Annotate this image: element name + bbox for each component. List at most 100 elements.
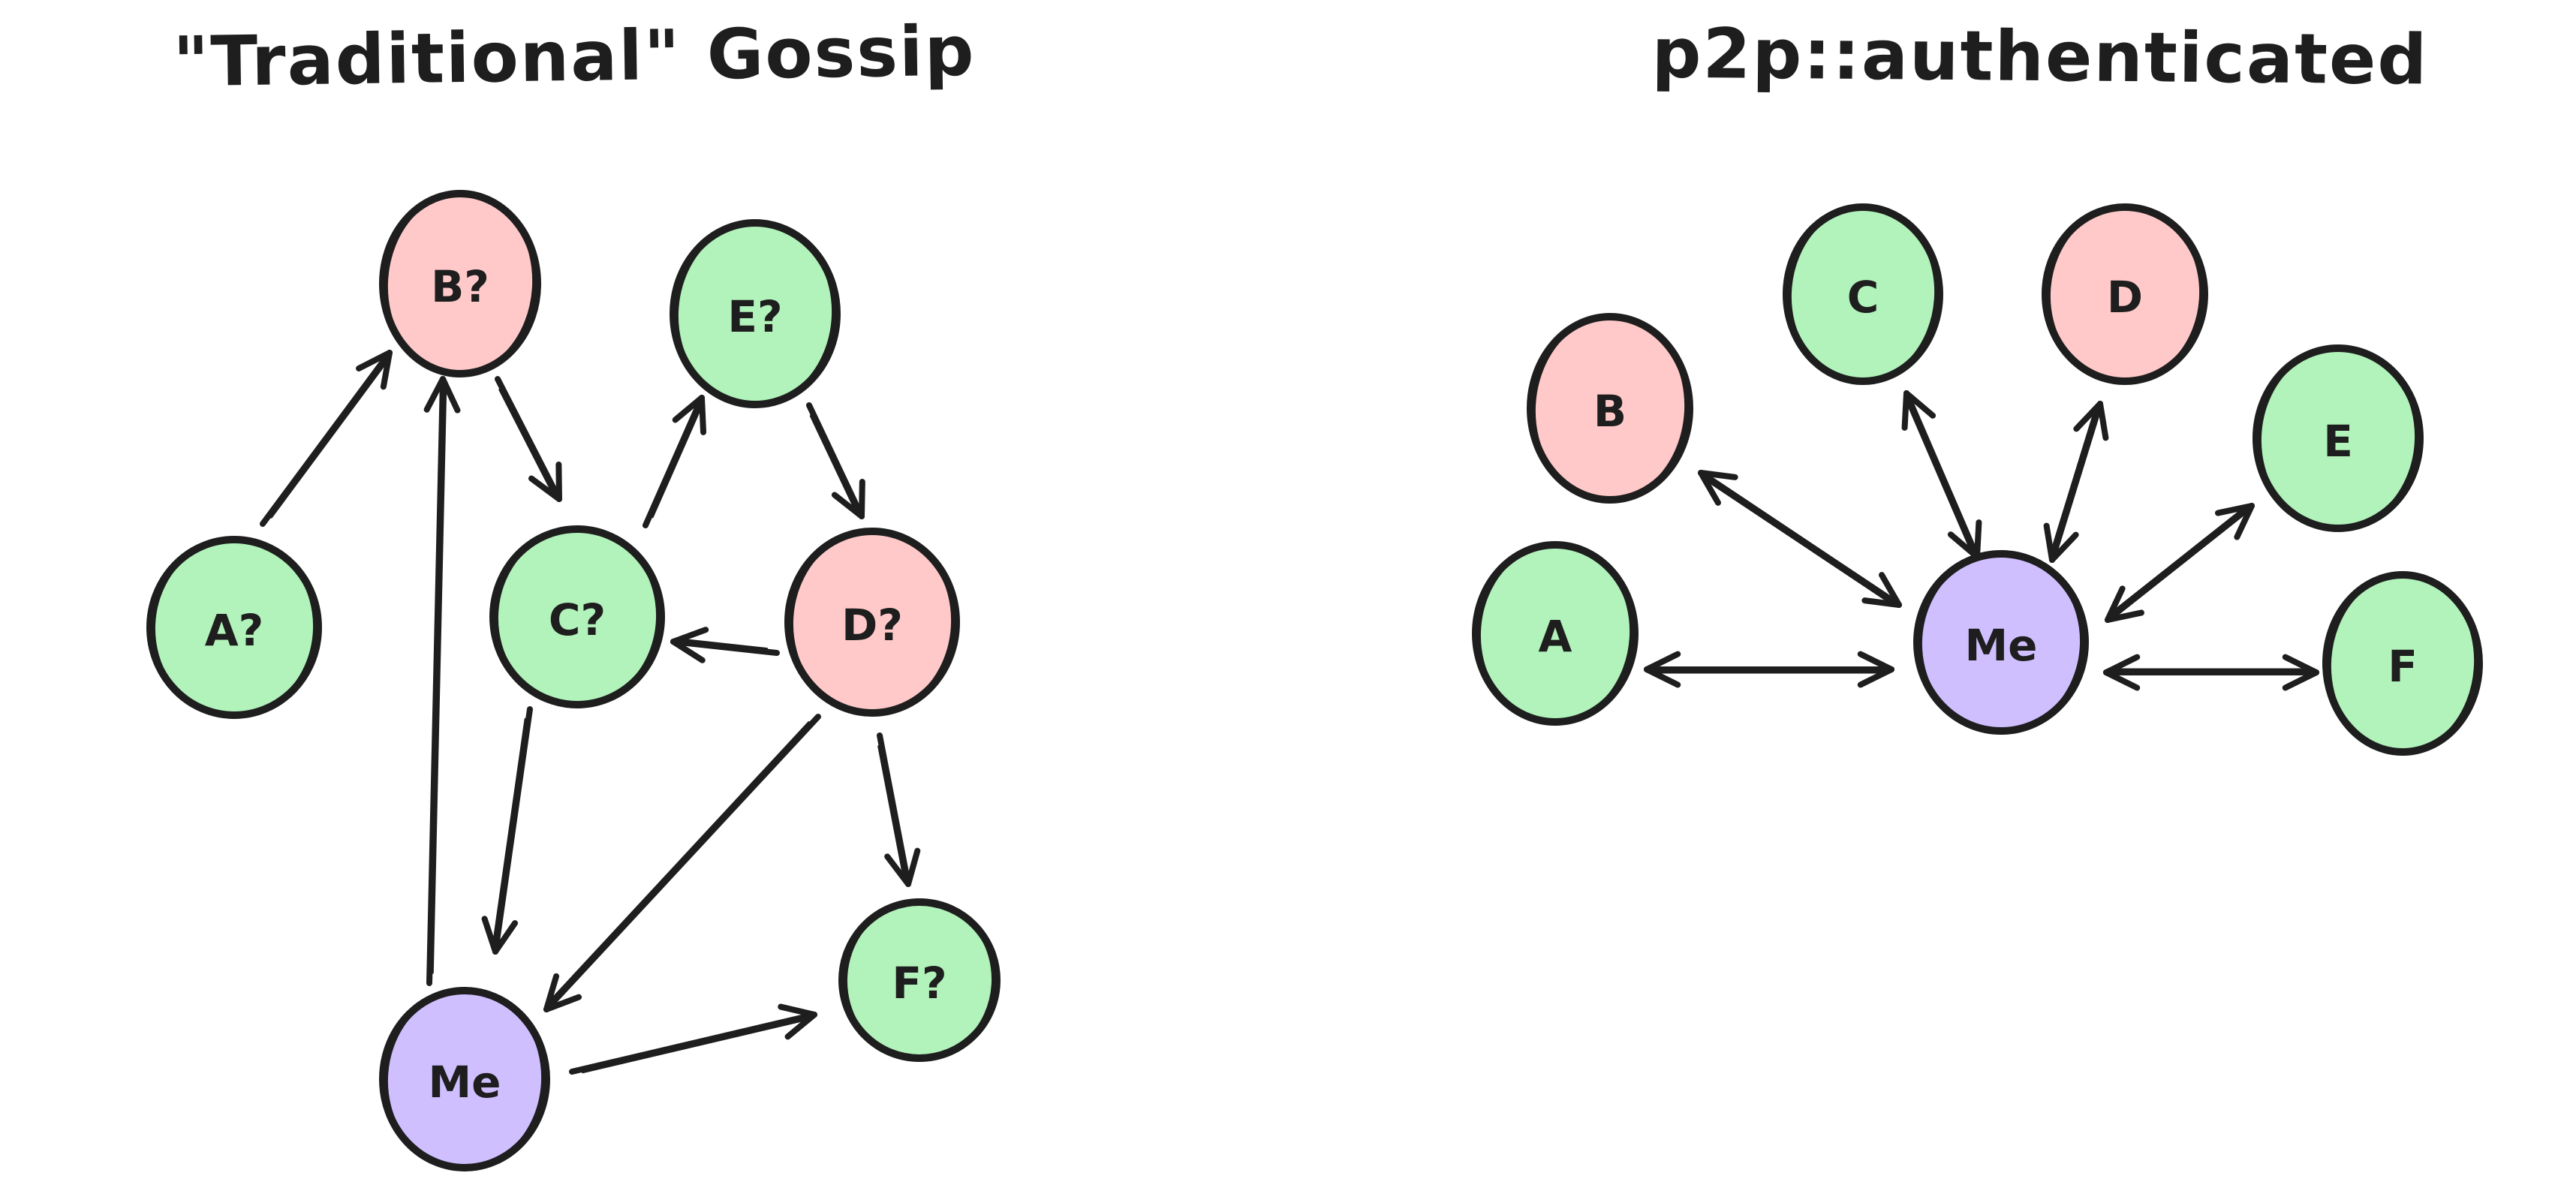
left-edge-d-f [884,853,911,887]
left-edge-d-c [684,639,769,651]
right-node-d [2047,204,2203,384]
right-node-me-label: Me [1964,620,2037,671]
right-node-c [1788,204,1938,384]
right-edge-f-me [2282,654,2319,675]
left-node-f [844,899,995,1061]
left-node-a [152,537,317,718]
right-edge-f-me [2103,669,2141,691]
right-edge-a-me [1644,666,1681,688]
right-edge-d-me [2097,401,2109,441]
right-edge-d-me [2049,401,2103,563]
left-edge-c-e [651,408,701,519]
left-edge-c-e [642,395,705,528]
left-edge-b-c [555,462,562,502]
left-edge-me-f [784,1012,817,1040]
right-edge-c-me [1947,531,1980,560]
right-node-f-label: F [2388,641,2418,692]
right-edge-e-me [2105,609,2144,623]
left-node-c-label: C? [549,594,606,645]
right-edge-c-me [1903,390,1980,560]
left-node-b-label: B? [431,261,489,312]
left-node-c [495,526,660,708]
left-node-me-label: Me [428,1057,501,1108]
right-node-e [2258,345,2418,531]
right-edge-f-me [2103,654,2141,675]
right-edge-e-me [2105,503,2255,623]
left-edge-me-f [778,1003,817,1018]
right-edge-c-me [1903,390,1937,419]
right-node-a-label: A [1539,611,1572,662]
left-edge-e-d [831,492,865,519]
left-edge-me-b [426,376,446,986]
left-edge-me-f [569,1012,817,1075]
left-edge-e-d [809,414,856,508]
left-edge-d-me [543,714,821,1012]
right-edge-d-me [2051,411,2096,549]
left-edge-a-b [356,350,393,371]
right-node-b-label: B [1593,386,1627,437]
left-edge-d-f [905,847,921,887]
right-edge-c-me [1974,519,1982,560]
left-node-b [384,191,536,377]
left-diagram-title: "Traditional" Gossip [172,11,977,103]
right-edge-d-me [2049,531,2079,563]
left-edge-d-me [551,721,811,1000]
left-edge-a-b [380,350,393,390]
right-edge-e-me [2215,503,2255,516]
left-node-d [790,528,955,716]
left-edge-c-me [492,717,527,941]
right-node-c-label: C [1847,272,1879,323]
right-node-me [1918,551,2084,734]
right-node-d-label: D [2107,272,2143,323]
left-edge-me-b [440,376,461,414]
left-edge-d-c [670,627,709,645]
left-edge-c-e [699,395,707,435]
left-edge-e-d [806,402,865,519]
left-node-me [384,988,545,1171]
left-edge-d-f [877,732,911,887]
left-node-f-label: F? [892,958,946,1009]
right-edge-e-me [2114,509,2243,612]
left-edge-b-c [495,376,562,502]
left-node-a-label: A? [205,605,264,656]
right-edge-f-me [2282,669,2319,691]
left-edge-me-b [423,376,446,413]
right-edge-d-me [2043,522,2055,563]
left-node-d-label: D? [841,600,903,651]
right-edge-c-me [1906,402,1971,549]
right-edge-a-me [1857,651,1894,672]
left-edge-d-c [670,639,780,656]
right-edge-b-me [1698,470,1721,506]
right-edge-b-me [1879,572,1902,608]
right-edge-d-me [2073,401,2103,432]
right-node-b [1532,314,1688,503]
left-edge-b-c [498,388,552,492]
right-edge-e-me [2234,503,2255,540]
left-node-e [675,220,835,408]
left-edge-a-b [260,350,393,527]
left-edge-d-me [543,973,560,1012]
left-edge-d-me [543,994,582,1012]
right-edge-b-me [1706,480,1888,602]
left-edge-c-me [481,916,498,955]
right-edge-c-me [1901,390,1909,431]
left-edge-b-c [528,475,562,502]
left-edge-me-b [431,389,447,974]
right-edge-b-me [1698,470,1738,480]
right-node-a [1477,542,1633,725]
left-edge-a-b [270,362,387,519]
left-edge-c-me [492,920,519,955]
right-edge-a-me [1857,666,1894,688]
right-edge-b-me [1861,597,1902,608]
right-diagram-title: p2p::authenticated [1651,13,2429,101]
left-edge-me-f [582,1019,805,1074]
left-edge-c-e [672,395,705,423]
right-node-e-label: E [2323,416,2353,467]
left-edge-d-c [670,639,706,663]
right-edge-a-me [1644,651,1681,672]
right-node-f [2328,572,2478,755]
right-edge-b-me [1698,470,1902,608]
left-edge-c-me [492,706,533,955]
